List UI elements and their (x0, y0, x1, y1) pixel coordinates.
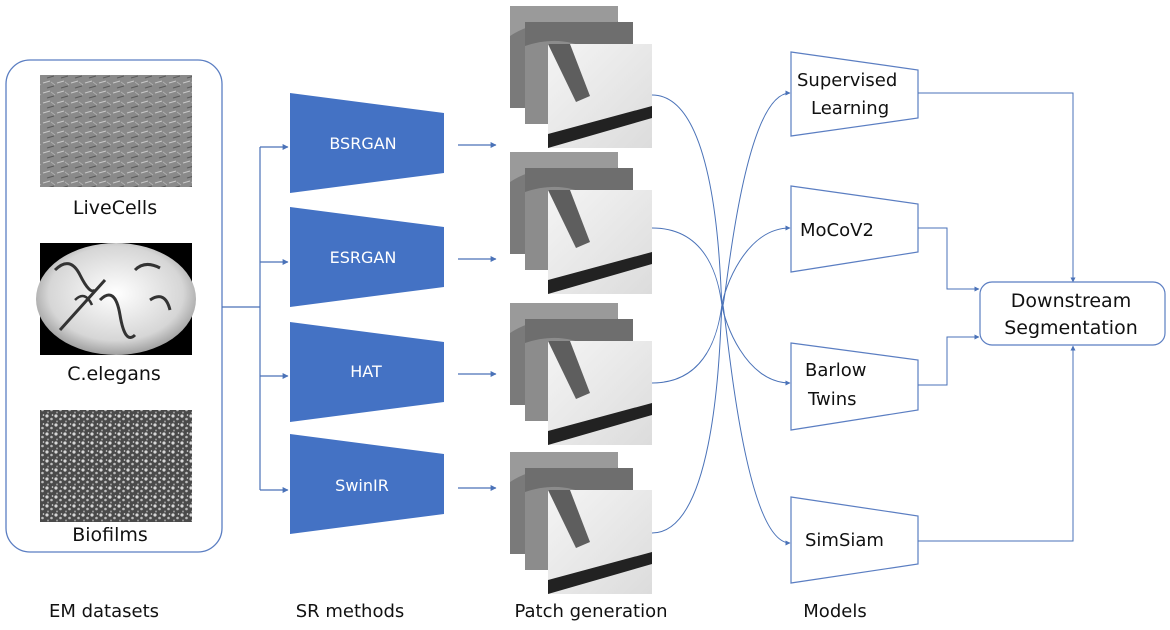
sr-label-hat: HAT (350, 362, 382, 381)
dataset-label-biofilms: Biofilms (72, 524, 148, 546)
model-mocov2: MoCoV2 (790, 185, 919, 273)
downstream-line2: Segmentation (1004, 317, 1138, 339)
model-simsiam: SimSiam (790, 496, 919, 584)
patch-to-model-curves (651, 90, 791, 546)
caption-em-datasets: EM datasets (49, 601, 159, 622)
caption-models: Models (803, 601, 866, 622)
sr-method-hat: HAT (290, 322, 444, 422)
sr-label-bsrgan: BSRGAN (329, 134, 396, 153)
model-to-downstream-connectors (918, 92, 1076, 542)
livecells-image (40, 75, 192, 187)
model-label-simsiam: SimSiam (805, 530, 884, 551)
celegans-image (36, 243, 196, 355)
datasets-container (5, 59, 223, 553)
model-label-mocov2: MoCoV2 (800, 220, 874, 241)
downstream-line1: Downstream (1011, 290, 1131, 312)
sr-to-patch-arrows (458, 142, 497, 491)
dataset-to-sr-connector (222, 144, 289, 493)
patch-stack-1 (510, 6, 652, 148)
model-barlow-twins: Barlow Twins (790, 342, 919, 431)
sr-label-esrgan: ESRGAN (330, 248, 397, 267)
patch-stack-2 (510, 152, 652, 294)
sr-method-swinir: SwinIR (290, 434, 444, 534)
downstream-segmentation-box: Downstream Segmentation (979, 281, 1166, 346)
sr-method-bsrgan: BSRGAN (290, 93, 444, 193)
caption-patch-generation: Patch generation (514, 601, 667, 622)
patch-stack-3 (510, 303, 652, 445)
biofilms-image (40, 410, 192, 522)
model-label-barlow-line2: Twins (807, 389, 857, 410)
patch-stack-4 (510, 452, 652, 594)
model-label-supervised-line2: Learning (811, 98, 889, 119)
model-supervised-learning: Supervised Learning (790, 51, 919, 137)
dataset-label-livecells: LiveCells (73, 197, 157, 219)
sr-method-esrgan: ESRGAN (290, 207, 444, 307)
sr-label-swinir: SwinIR (335, 476, 389, 495)
dataset-label-celegans: C.elegans (67, 363, 161, 385)
model-label-barlow-line1: Barlow (805, 360, 867, 381)
model-label-supervised-line1: Supervised (797, 70, 897, 91)
caption-sr-methods: SR methods (296, 601, 405, 622)
